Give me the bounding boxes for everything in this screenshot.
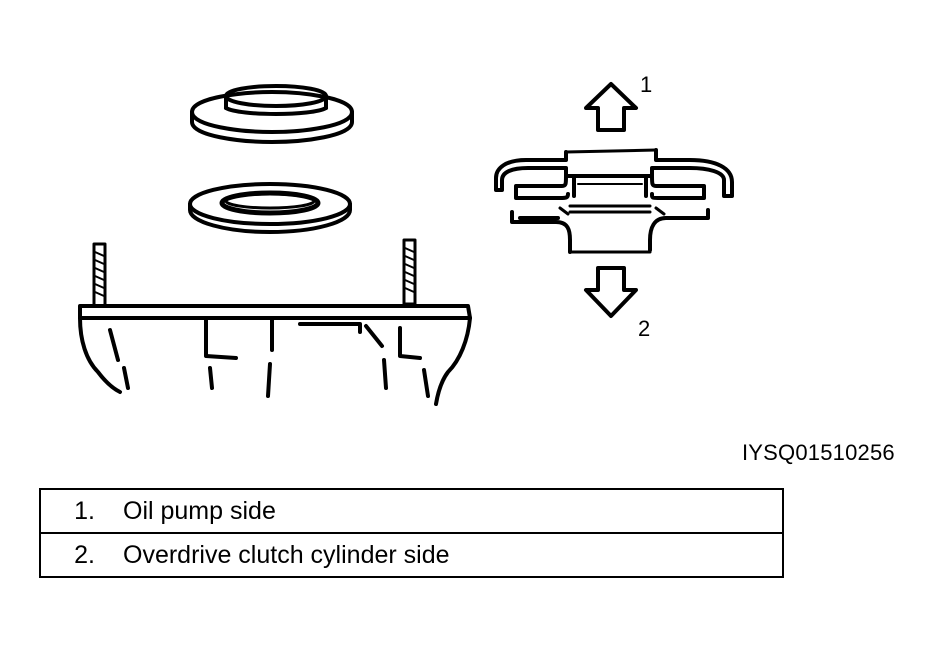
callout-1: 1: [640, 72, 652, 97]
legend-text: Oil pump side: [123, 496, 276, 525]
legend-text: Overdrive clutch cylinder side: [123, 540, 450, 569]
figure-id: IYSQ01510256: [742, 440, 895, 465]
bearing-race-top: [190, 84, 354, 144]
legend-number: 2.: [74, 540, 95, 569]
callout-2: 2: [638, 316, 650, 341]
legend-row: 1. Oil pump side: [39, 488, 784, 534]
bearing-cross-section: [494, 148, 734, 254]
arrow-up-icon: [584, 82, 638, 132]
legend-table: 1. Oil pump side 2. Overdrive clutch cylin…: [39, 488, 784, 578]
legend-row: 2. Overdrive clutch cylinder side: [39, 532, 784, 578]
legend-number: 1.: [74, 496, 95, 525]
transmission-case: [78, 238, 472, 406]
arrow-down-icon: [584, 266, 638, 318]
thrust-bearing-ring: [188, 182, 352, 234]
thrust-bearing-diagram: 1 2: [78, 72, 734, 406]
